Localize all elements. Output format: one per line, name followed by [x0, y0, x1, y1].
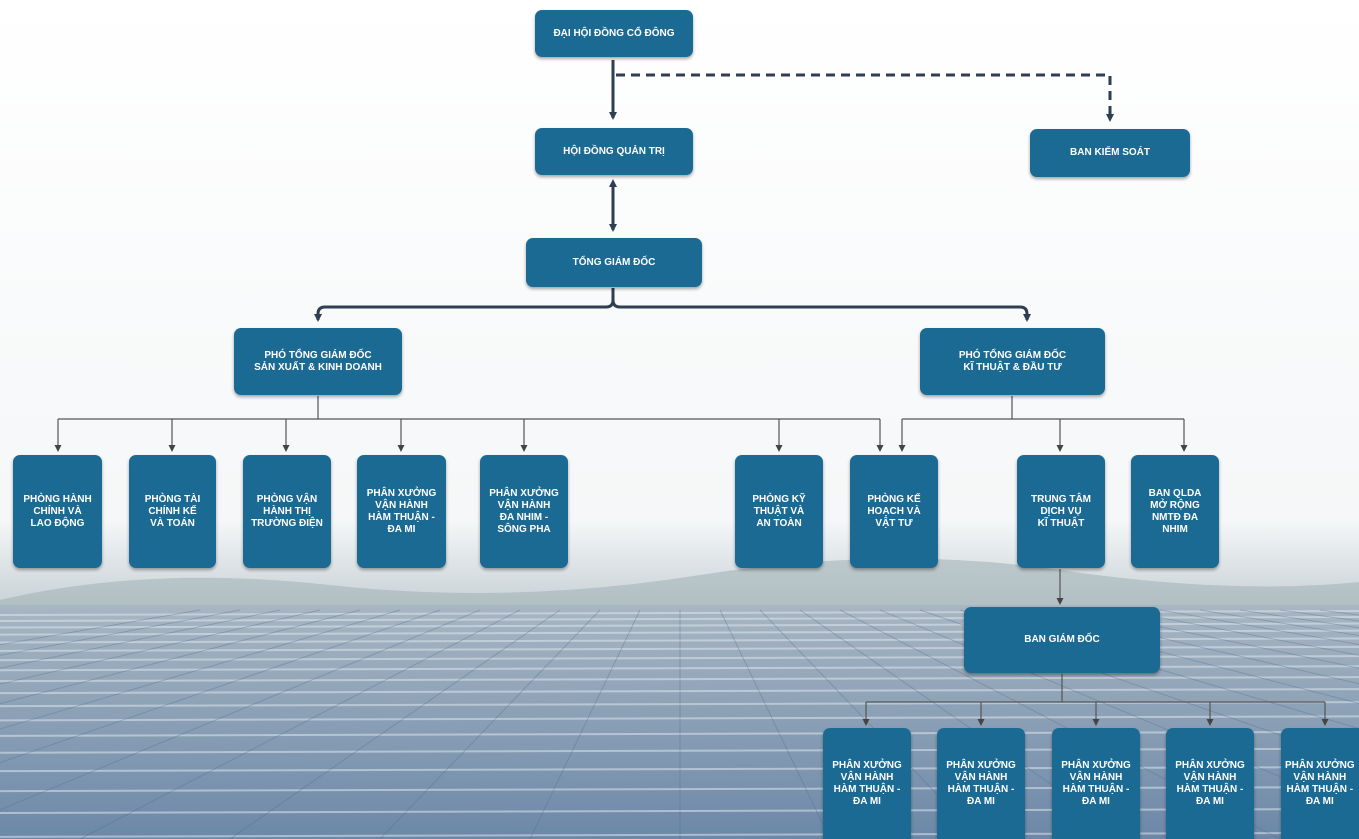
node-label: TỔNG GIÁM ĐỐC: [572, 256, 656, 268]
node-ceo[interactable]: TỔNG GIÁM ĐỐC: [526, 238, 702, 287]
node-label: BAN GIÁM ĐỐC: [1024, 634, 1100, 645]
node-deputy-production-business[interactable]: PHÓ TỔNG GIÁM ĐỐC SẢN XUẤT & KINH DOANH: [234, 328, 402, 395]
node-technical-service-center[interactable]: TRUNG TÂM DỊCH VỤ KĨ THUẬT: [1017, 455, 1105, 568]
node-label: PHÒNG TÀI CHÍNH KẾ VÀ TOÁN: [144, 493, 201, 529]
node-label: PHÒNG KẾ HOẠCH VÀ VẬT TƯ: [867, 493, 921, 529]
node-label: PHÂN XƯỞNG VẬN HÀNH HÀM THUẬN - ĐA MI: [1285, 759, 1355, 807]
node-board-of-directors[interactable]: BAN GIÁM ĐỐC: [964, 607, 1160, 673]
node-label: PHÂN XƯỞNG VẬN HÀNH ĐA NHIM - SÔNG PHA: [489, 487, 559, 535]
node-dept-technical-safety[interactable]: PHÒNG KỸ THUẬT VÀ AN TOÀN: [735, 455, 823, 568]
node-shareholders-meeting[interactable]: ĐẠI HỘI ĐỒNG CỔ ĐÔNG: [535, 10, 693, 57]
node-label: PHÂN XƯỞNG VẬN HÀNH HÀM THUẬN - ĐA MI: [1061, 759, 1131, 807]
node-workshop-da-nhim-song-pha[interactable]: PHÂN XƯỞNG VẬN HÀNH ĐA NHIM - SÔNG PHA: [480, 455, 568, 568]
node-sub-workshop[interactable]: PHÂN XƯỞNG VẬN HÀNH HÀM THUẬN - ĐA MI: [1052, 728, 1140, 839]
node-label: TRUNG TÂM DỊCH VỤ KĨ THUẬT: [1031, 493, 1091, 529]
node-expansion-project-board[interactable]: BAN QLDA MỞ RỘNG NMTĐ ĐA NHIM: [1131, 455, 1219, 568]
node-sub-workshop[interactable]: PHÂN XƯỞNG VẬN HÀNH HÀM THUẬN - ĐA MI: [1281, 728, 1359, 839]
node-label: PHÓ TỔNG GIÁM ĐỐC SẢN XUẤT & KINH DOANH: [254, 349, 382, 373]
node-label: PHÂN XƯỞNG VẬN HÀNH HÀM THUẬN - ĐA MI: [1175, 759, 1245, 807]
node-label: PHÂN XƯỞNG VẬN HÀNH HÀM THUẬN - ĐA MI: [946, 759, 1016, 807]
node-dept-planning-supplies[interactable]: PHÒNG KẾ HOẠCH VÀ VẬT TƯ: [850, 455, 938, 568]
node-dept-finance-accounting[interactable]: PHÒNG TÀI CHÍNH KẾ VÀ TOÁN: [129, 455, 216, 568]
node-dept-admin-labor[interactable]: PHÒNG HÀNH CHÍNH VÀ LAO ĐỘNG: [13, 455, 102, 568]
node-label: PHÒNG HÀNH CHÍNH VÀ LAO ĐỘNG: [23, 493, 92, 529]
node-label: PHÓ TỔNG GIÁM ĐỐC KĨ THUẬT & ĐẦU TƯ: [958, 349, 1067, 373]
node-dept-electricity-market[interactable]: PHÒNG VẬN HÀNH THỊ TRƯỜNG ĐIỆN: [243, 455, 331, 568]
node-sub-workshop[interactable]: PHÂN XƯỞNG VẬN HÀNH HÀM THUẬN - ĐA MI: [1166, 728, 1254, 839]
node-sub-workshop[interactable]: PHÂN XƯỞNG VẬN HÀNH HÀM THUẬN - ĐA MI: [937, 728, 1025, 839]
node-sub-workshop[interactable]: PHÂN XƯỞNG VẬN HÀNH HÀM THUẬN - ĐA MI: [823, 728, 911, 839]
node-board-of-management[interactable]: HỘI ĐỒNG QUẢN TRỊ: [535, 128, 693, 175]
node-label: BAN KIỂM SOÁT: [1070, 147, 1150, 158]
node-label: HỘI ĐỒNG QUẢN TRỊ: [563, 145, 665, 157]
node-label: PHÂN XƯỞNG VẬN HÀNH HÀM THUẬN - ĐA MI: [366, 487, 437, 535]
node-label: PHÒNG VẬN HÀNH THỊ TRƯỜNG ĐIỆN: [251, 493, 323, 529]
node-label: PHÒNG KỸ THUẬT VÀ AN TOÀN: [752, 493, 806, 529]
node-deputy-technical-investment[interactable]: PHÓ TỔNG GIÁM ĐỐC KĨ THUẬT & ĐẦU TƯ: [920, 328, 1105, 395]
node-label: PHÂN XƯỞNG VẬN HÀNH HÀM THUẬN - ĐA MI: [832, 759, 902, 807]
node-label: ĐẠI HỘI ĐỒNG CỔ ĐÔNG: [553, 27, 675, 39]
node-workshop-ham-thuan-da-mi[interactable]: PHÂN XƯỞNG VẬN HÀNH HÀM THUẬN - ĐA MI: [357, 455, 446, 568]
node-label: BAN QLDA MỞ RỘNG NMTĐ ĐA NHIM: [1148, 487, 1202, 535]
node-supervisory-board[interactable]: BAN KIỂM SOÁT: [1030, 129, 1190, 177]
